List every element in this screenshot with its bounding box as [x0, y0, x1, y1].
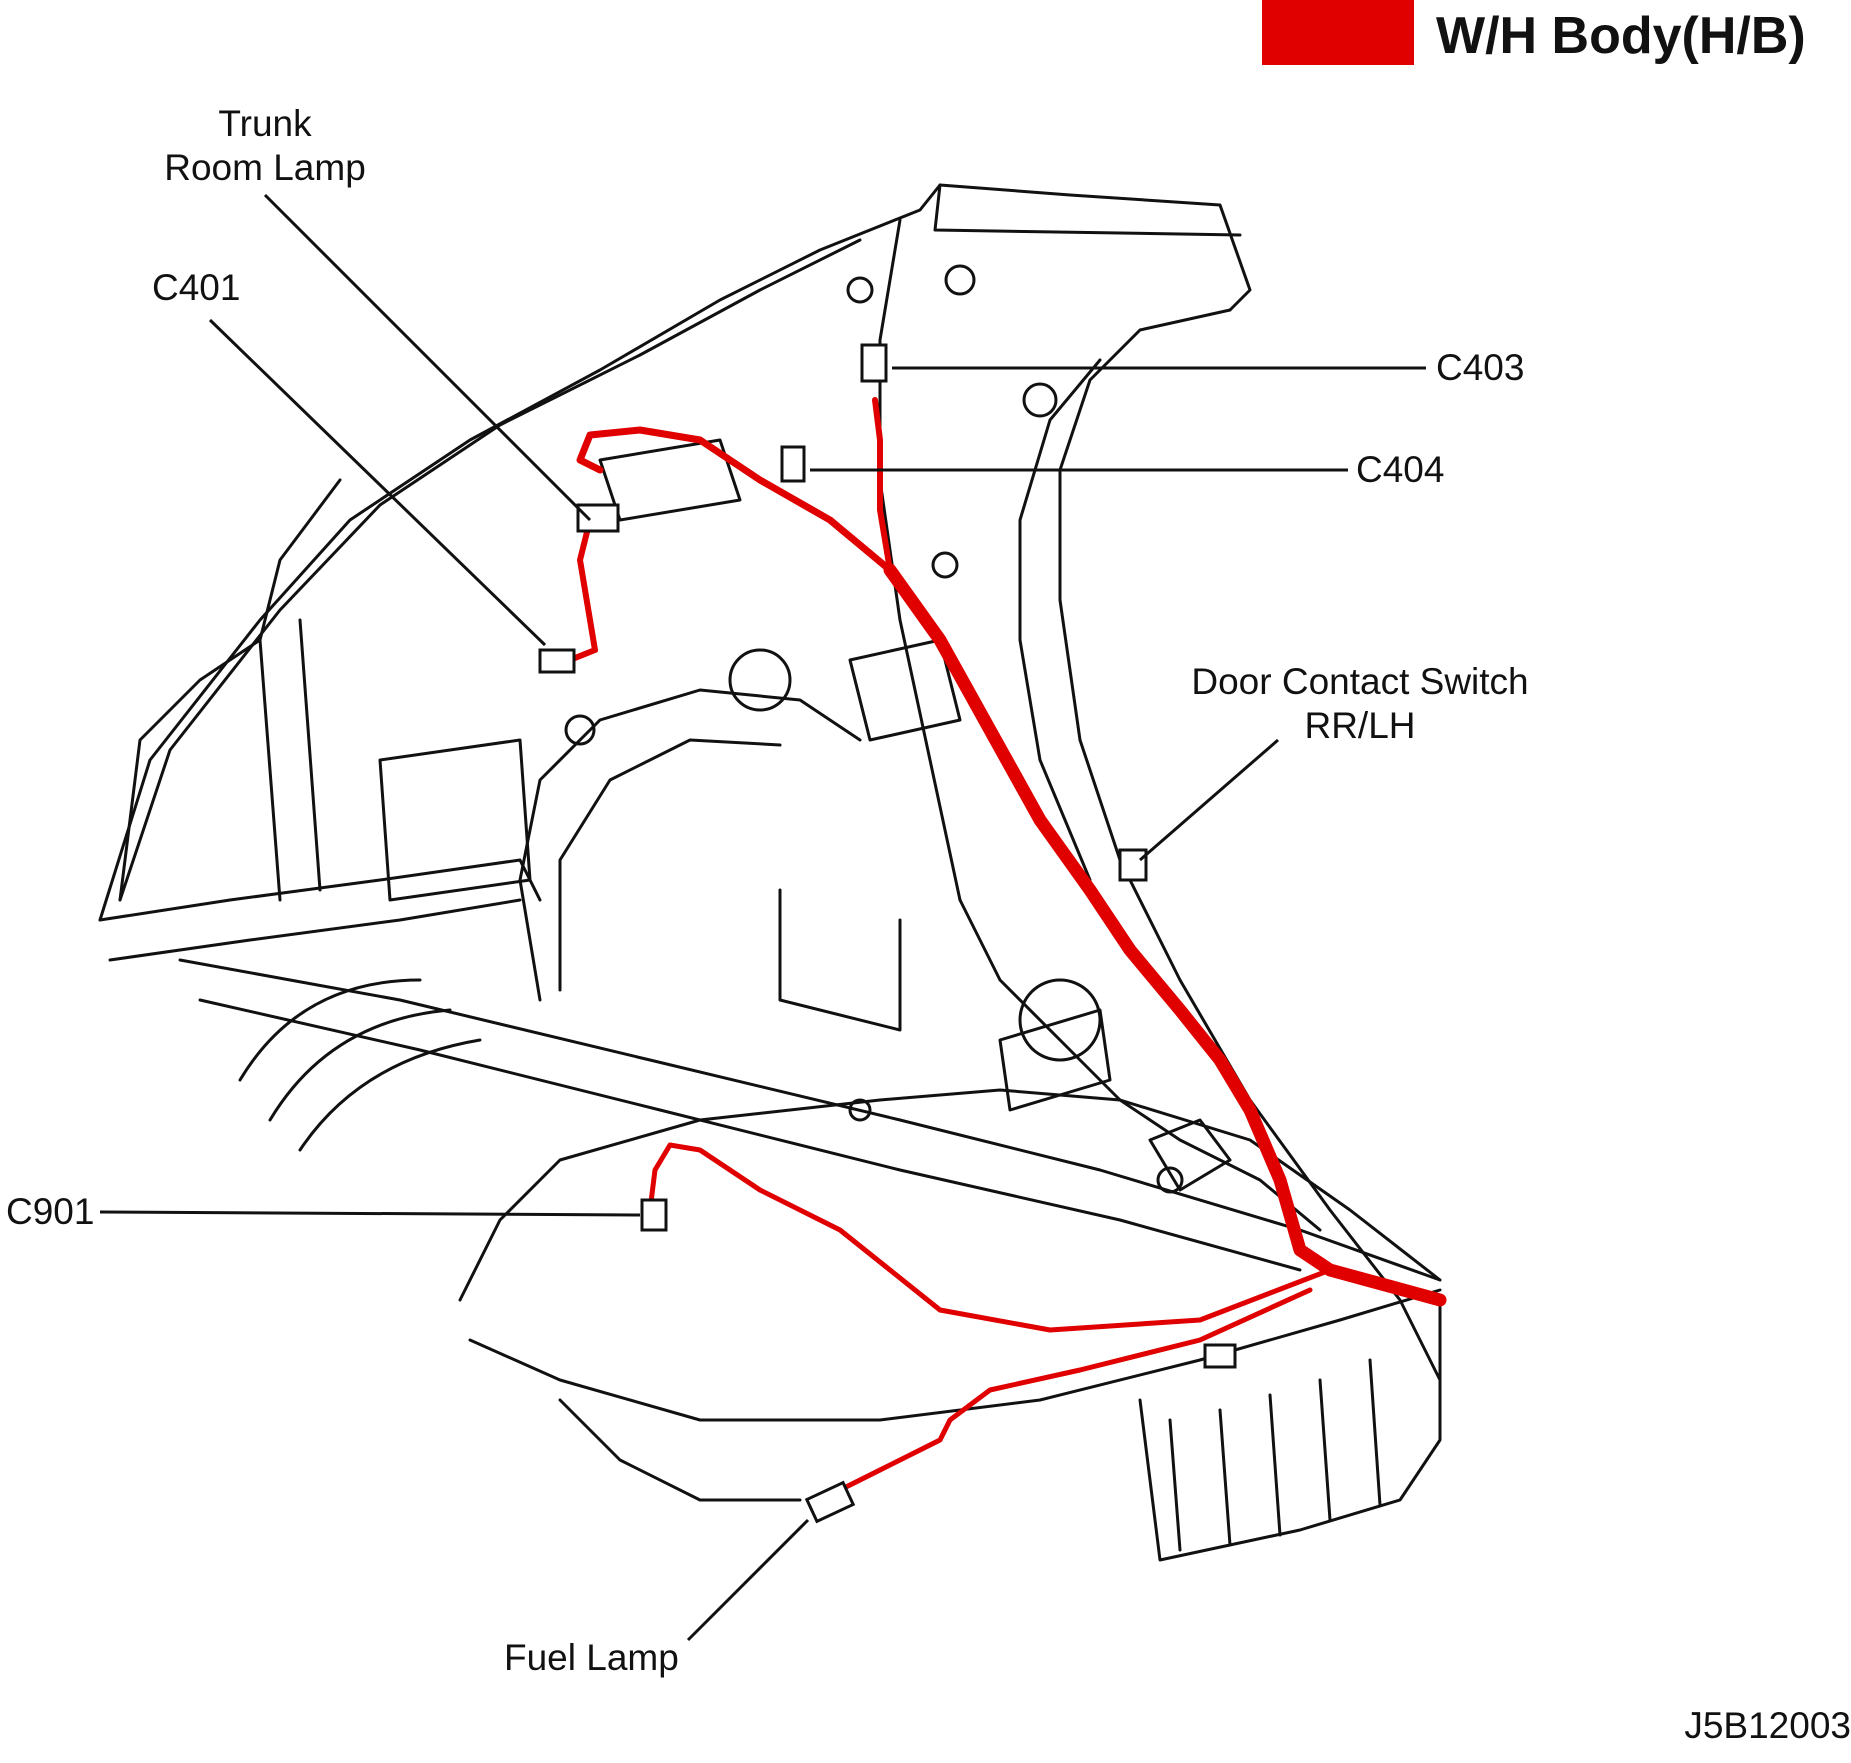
- label-door-contact-line1: Door Contact Switch: [1191, 661, 1529, 702]
- fuel-lamp-connector: [804, 1480, 856, 1524]
- harness-c404-branch: [872, 397, 893, 573]
- label-fuel-lamp: Fuel Lamp: [504, 1637, 679, 1678]
- body-holes: [564, 264, 1184, 1194]
- leader-lines: [99, 193, 1426, 1642]
- connectors: [538, 343, 1237, 1524]
- label-c401: C401: [152, 267, 241, 308]
- legend-swatch: [1262, 0, 1414, 65]
- body-harness: [567, 397, 1447, 1493]
- label-c404: C404: [1356, 449, 1445, 490]
- trunk-lamp-connector: [576, 503, 620, 533]
- label-trunk-room-lamp-line1: Trunk: [218, 103, 312, 144]
- leader-c401: [208, 318, 547, 647]
- label-trunk-room-lamp: Trunk Room Lamp: [150, 102, 380, 190]
- label-c403: C403: [1436, 347, 1525, 388]
- floor-joint-connector: [1203, 1343, 1237, 1369]
- c901-connector: [640, 1198, 668, 1232]
- c401-connector: [538, 648, 576, 674]
- harness-upper-branch: [576, 426, 894, 574]
- leader-fuel-lamp: [686, 1518, 810, 1642]
- leader-door-contact: [1139, 738, 1279, 862]
- body-structure-outline: [98, 183, 1442, 1562]
- door-switch-connector: [1118, 848, 1148, 882]
- harness-fuel-branch: [837, 1287, 1313, 1493]
- reference-code: J5B12003: [1684, 1705, 1851, 1746]
- label-door-contact-line2: RR/LH: [1304, 705, 1416, 746]
- legend-label: W/H Body(H/B): [1436, 7, 1806, 65]
- c403-connector: [860, 343, 888, 383]
- label-trunk-room-lamp-line2: Room Lamp: [164, 147, 366, 188]
- label-c901: C901: [6, 1191, 95, 1232]
- leader-c901: [99, 1210, 641, 1217]
- harness-main-run: [883, 563, 1447, 1307]
- leader-trunk-room-lamp: [263, 193, 592, 522]
- harness-floor-run: [647, 1142, 1333, 1333]
- harness-c401-branch: [567, 517, 598, 663]
- label-door-contact-switch: Door Contact Switch RR/LH: [1180, 660, 1540, 748]
- c404-connector: [780, 445, 806, 483]
